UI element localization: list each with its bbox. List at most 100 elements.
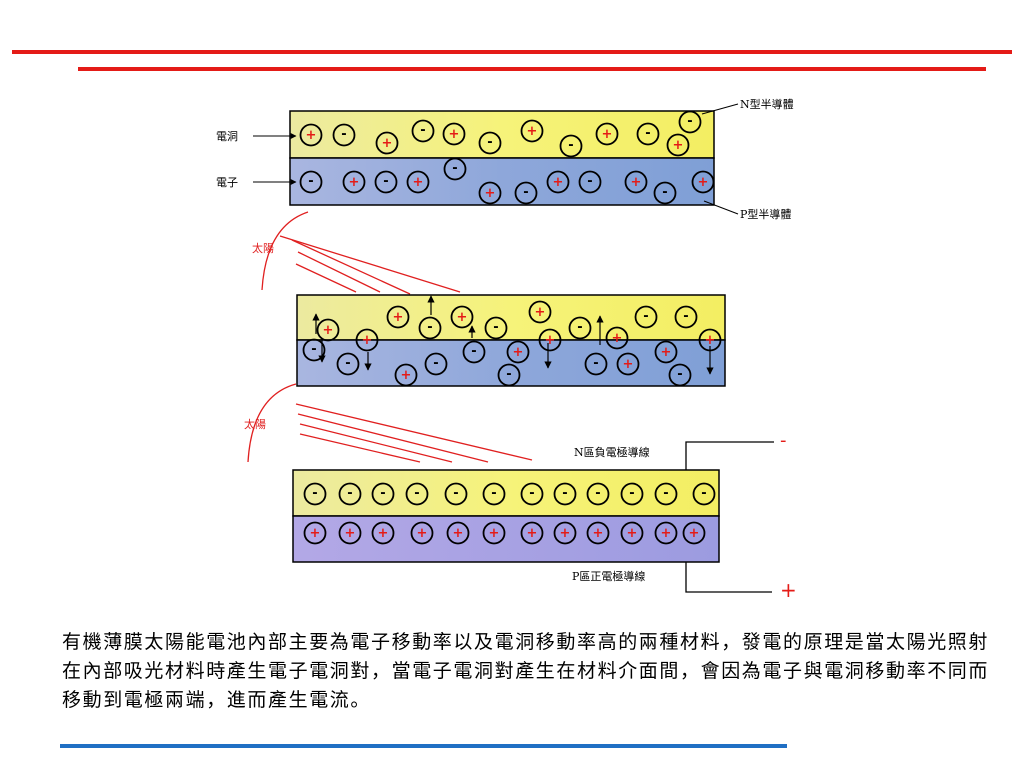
- hole-carrier: +: [482, 521, 506, 545]
- electron-carrier: -: [584, 352, 608, 376]
- svg-text:-: -: [311, 342, 316, 357]
- svg-text:-: -: [420, 123, 425, 138]
- hole-carrier: +: [450, 305, 474, 329]
- svg-text:+: +: [362, 333, 373, 348]
- svg-text:+: +: [378, 526, 389, 541]
- svg-text:-: -: [427, 320, 432, 335]
- electron-carrier: -: [559, 134, 583, 158]
- hole-carrier: +: [546, 170, 570, 194]
- svg-text:+: +: [513, 345, 524, 360]
- electron-carrier: -: [636, 122, 660, 146]
- hole-carrier: +: [355, 328, 379, 352]
- svg-text:-: -: [380, 486, 385, 501]
- electron-carrier: -: [462, 340, 486, 364]
- svg-text:-: -: [629, 486, 634, 501]
- sun-label-1: 太陽: [252, 242, 274, 255]
- svg-text:-: -: [453, 486, 458, 501]
- svg-text:+: +: [689, 526, 700, 541]
- n-type-layer-2: [296, 294, 726, 341]
- electron-carrier: -: [553, 482, 577, 506]
- hole-carrier: +: [303, 521, 327, 545]
- svg-text:+: +: [602, 127, 613, 142]
- svg-text:-: -: [493, 320, 498, 335]
- p-type-layer-1: [289, 157, 715, 206]
- n-wire: [685, 441, 774, 470]
- svg-text:+: +: [345, 526, 356, 541]
- svg-text:-: -: [471, 344, 476, 359]
- n-wire-label: N區負電極導線: [574, 445, 650, 459]
- electron-carrier: -: [586, 482, 610, 506]
- hole-carrier: +: [620, 521, 644, 545]
- svg-text:-: -: [414, 486, 419, 501]
- electron-carrier: -: [336, 352, 360, 376]
- svg-text:+: +: [623, 357, 634, 372]
- sun-label-2: 太陽: [244, 418, 266, 431]
- p-type-layer-3: [292, 515, 720, 563]
- electron-carrier: -: [668, 363, 692, 387]
- top-red-rule-1: [12, 50, 1012, 54]
- hole-carrier: +: [616, 352, 640, 376]
- panel-1-semiconductors: +-+-+-+-+-+--+-+-+-+-+-+ 電洞 電子 N型半導體 P型半…: [216, 97, 794, 221]
- svg-text:+: +: [401, 368, 412, 383]
- svg-text:-: -: [577, 320, 582, 335]
- p-wire: [685, 562, 772, 593]
- hole-carrier: +: [538, 328, 562, 352]
- electron-carrier: -: [692, 482, 716, 506]
- top-red-rule-2: [78, 67, 986, 71]
- electron-carrier: -: [303, 482, 327, 506]
- svg-text:+: +: [545, 333, 556, 348]
- svg-text:-: -: [529, 486, 534, 501]
- electron-carrier: -: [443, 157, 467, 181]
- svg-text:-: -: [341, 127, 346, 142]
- hole-carrier: +: [478, 181, 502, 205]
- hole-carrier: +: [371, 521, 395, 545]
- electron-carrier: -: [444, 482, 468, 506]
- svg-text:+: +: [698, 175, 709, 190]
- svg-text:-: -: [568, 138, 573, 153]
- svg-text:-: -: [312, 486, 317, 501]
- hole-carrier: +: [506, 340, 530, 364]
- hole-carrier: +: [553, 521, 577, 545]
- svg-text:+: +: [457, 310, 468, 325]
- hole-carrier: +: [410, 521, 434, 545]
- svg-text:-: -: [643, 309, 648, 324]
- svg-text:+: +: [527, 124, 538, 139]
- svg-text:+: +: [382, 136, 393, 151]
- electron-carrier: -: [482, 482, 506, 506]
- hole-carrier: +: [624, 170, 648, 194]
- hole-carrier: +: [520, 119, 544, 143]
- svg-text:+: +: [349, 175, 360, 190]
- panel-2-motion-arrows: [312, 295, 714, 375]
- bottom-blue-rule: [60, 744, 787, 748]
- hole-carrier: +: [338, 521, 362, 545]
- electron-carrier: -: [654, 482, 678, 506]
- svg-text:+: +: [661, 526, 672, 541]
- hole-carrier: +: [375, 131, 399, 155]
- svg-text:-: -: [345, 356, 350, 371]
- sun-1: [261, 211, 461, 295]
- svg-text:+: +: [705, 333, 716, 348]
- svg-text:-: -: [687, 114, 692, 129]
- electron-carrier: -: [478, 131, 502, 155]
- svg-text:-: -: [347, 486, 352, 501]
- svg-text:-: -: [383, 174, 388, 189]
- svg-text:-: -: [491, 486, 496, 501]
- hole-carrier: +: [595, 122, 619, 146]
- electron-carrier: -: [371, 482, 395, 506]
- svg-text:+: +: [553, 175, 564, 190]
- p-wire-label: P區正電極導線: [572, 569, 645, 583]
- hole-carrier: +: [386, 305, 410, 329]
- svg-text:-: -: [308, 174, 313, 189]
- svg-text:-: -: [683, 309, 688, 324]
- hole-carrier: +: [520, 521, 544, 545]
- n-type-layer-3: [292, 469, 720, 517]
- hole-carrier: +: [299, 123, 323, 147]
- positive-terminal: +: [780, 578, 797, 602]
- electron-carrier: -: [568, 316, 592, 340]
- electron-carrier: -: [332, 123, 356, 147]
- svg-text:-: -: [593, 356, 598, 371]
- hole-carrier: +: [605, 326, 629, 350]
- electron-carrier: -: [520, 482, 544, 506]
- electron-carrier: -: [674, 305, 698, 329]
- svg-text:+: +: [306, 128, 317, 143]
